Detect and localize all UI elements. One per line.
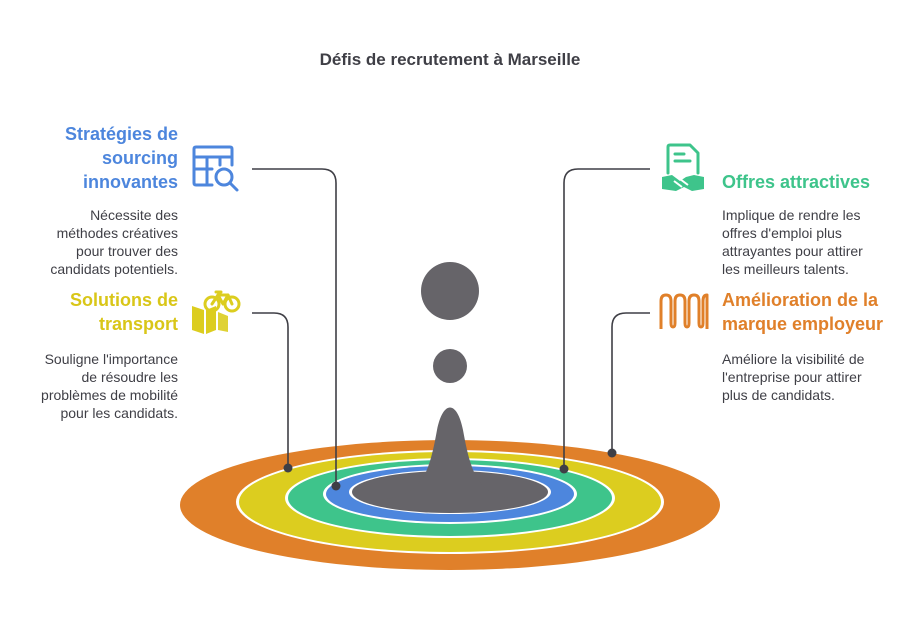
- drop-large: [421, 262, 479, 320]
- connector-dot-orange: [607, 448, 617, 458]
- connector-green: [563, 168, 650, 469]
- heading-transport: Solutions de transport: [70, 290, 178, 334]
- heading-sourcing: Stratégies de sourcing innovantes: [64, 124, 178, 192]
- connector-orange: [611, 312, 650, 453]
- desc-sourcing: Nécessite des méthodes créatives pour tr…: [50, 207, 178, 277]
- connector-dot-yellow: [283, 463, 293, 473]
- drop-small: [433, 349, 467, 383]
- desc-offres: Implique de rendre les offres d'emploi p…: [722, 207, 863, 277]
- desc-marque: Améliore la visibilité de l'entreprise p…: [722, 351, 865, 403]
- heading-offres: Offres attractives: [722, 172, 871, 192]
- connector-yellow: [252, 312, 289, 468]
- connector-dot-blue: [331, 481, 341, 491]
- heading-marque: Amélioration de la marque employeur: [722, 290, 884, 334]
- connector-blue: [252, 168, 337, 486]
- bicycle-map-icon: [192, 290, 241, 334]
- handshake-document-icon: [662, 143, 704, 191]
- water-splash-peak: [376, 407, 524, 500]
- page-title: Défis de recrutement à Marseille: [319, 50, 581, 69]
- spreadsheet-search-icon: [192, 145, 239, 192]
- desc-transport: Souligne l'importance de résoudre les pr…: [41, 351, 178, 421]
- connector-dot-green: [559, 464, 569, 474]
- megaphone-waves-icon: [659, 293, 709, 329]
